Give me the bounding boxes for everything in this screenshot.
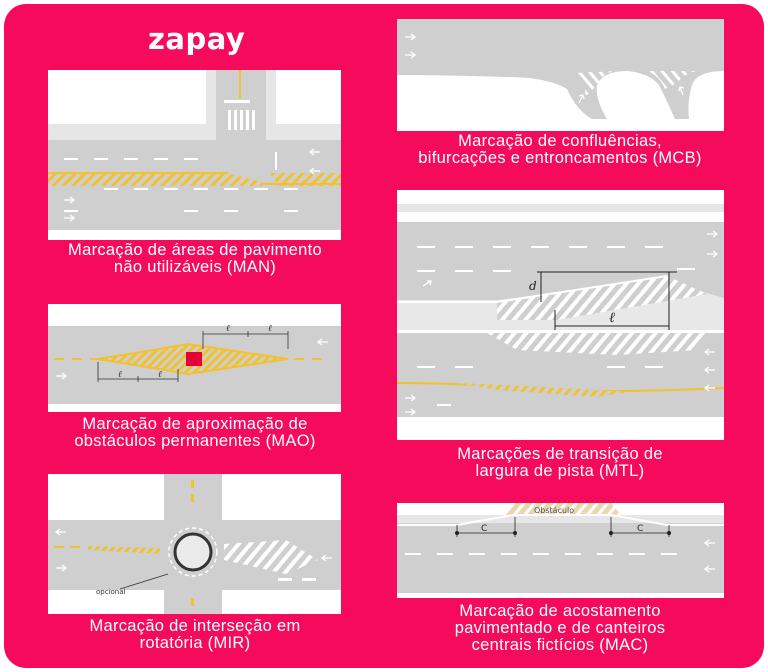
mao-l-label-bottom: ℓ [118, 370, 122, 380]
mcb-caption: Marcação de confluências, bifurcações e … [384, 133, 736, 167]
mao-caption: Marcação de aproximação de obstáculos pe… [40, 416, 350, 450]
mtl-caption-line-2: largura de pista (MTL) [475, 462, 645, 480]
mtl-l-label: ℓ [609, 310, 615, 326]
mac-caption: Marcação de acostamento pavimentado e de… [384, 603, 736, 654]
mir-optional-label: opcional [96, 588, 126, 596]
mac-caption-line-1: Marcação de acostamento [459, 602, 661, 620]
mcb-caption-line-2: bifurcações e entroncamentos (MCB) [418, 149, 702, 167]
mir-caption-line-1: Marcação de interseção em [89, 617, 301, 635]
mtl-caption: Marcações de transição de largura de pis… [384, 446, 736, 480]
mcb-diagram [397, 19, 724, 131]
mir-caption: Marcação de interseção em rotatória (MIR… [40, 618, 350, 652]
mac-diagram: Obstáculo C C [397, 503, 724, 598]
mac-c-label-right: C [637, 524, 643, 534]
mir-diagram: opcional [48, 474, 341, 614]
mac-obstacle-label: Obstáculo [534, 506, 574, 515]
mtl-caption-line-1: Marcações de transição de [457, 445, 663, 463]
man-caption: Marcação de áreas de pavimento não utili… [40, 242, 350, 276]
man-caption-line-1: Marcação de áreas de pavimento [68, 241, 322, 259]
zapay-logo: zapay [148, 22, 246, 56]
mao-diagram: ℓ ℓ ℓ ℓ [48, 304, 341, 412]
mao-l-label-bottom-2: ℓ [158, 370, 162, 380]
mao-caption-line-2: obstáculos permanentes (MAO) [74, 432, 316, 450]
mir-caption-line-2: rotatória (MIR) [139, 634, 251, 652]
man-caption-line-2: não utilizáveis (MAN) [113, 258, 277, 276]
mcb-caption-line-1: Marcação de confluências, [458, 132, 662, 150]
mac-caption-line-2: pavimentado e de canteiros [454, 619, 666, 637]
man-diagram [48, 70, 341, 240]
mao-caption-line-1: Marcação de aproximação de [82, 415, 308, 433]
mac-caption-line-3: centrais fictícios (MAC) [471, 636, 649, 654]
infographic-frame: zapay [4, 4, 764, 668]
mtl-d-label: d [529, 279, 537, 293]
mao-l-label-top: ℓ [226, 324, 230, 334]
mac-c-label-left: C [481, 524, 487, 534]
mao-l-label-top-2: ℓ [268, 324, 272, 334]
mtl-diagram: d ℓ [397, 190, 724, 440]
